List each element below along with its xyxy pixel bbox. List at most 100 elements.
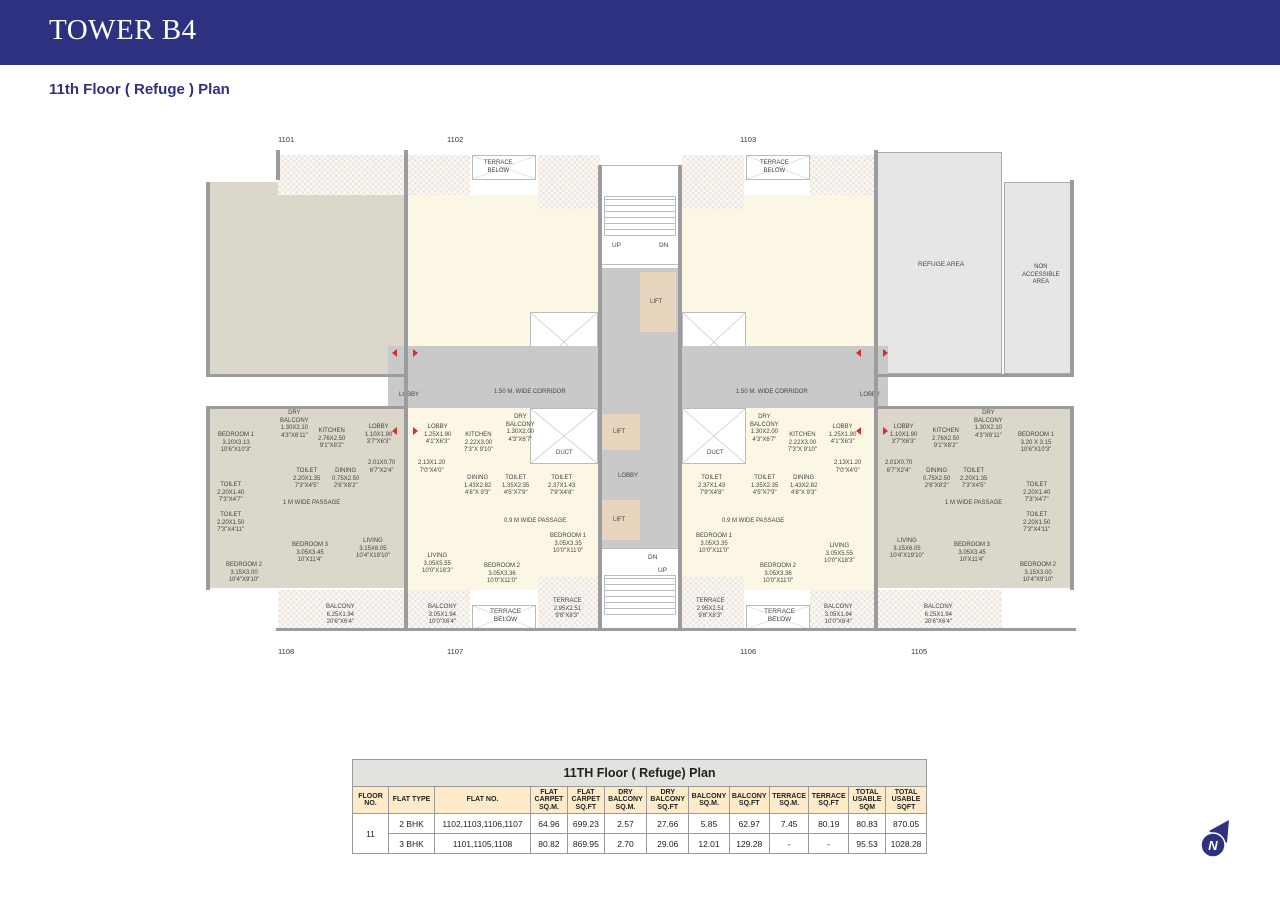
corridor-left-label: 1.50 M. WIDE CORRIDOR: [494, 389, 566, 395]
terrace-below-label: TERRACE BELOW: [484, 160, 513, 174]
duct-bottom-right: [682, 408, 746, 464]
flat-number-1106: 1106: [740, 647, 757, 656]
col-header: FLAT TYPE: [388, 786, 435, 814]
room-balcony: BALCONY 6.25X1.94 20'6"X6'4": [924, 604, 953, 625]
wall: [874, 150, 878, 630]
flat-1102-balcony: [406, 155, 470, 195]
duct-label: DUCT: [707, 450, 724, 456]
entry-door-marker: [392, 427, 397, 435]
room-foyer: 2.01X0.70 6'7"X2'4": [368, 460, 396, 474]
lift-top: [640, 272, 676, 332]
wall: [404, 150, 408, 630]
room-living: LIVING 3.15X6.05 10'4"X19'10": [356, 538, 390, 559]
cell: 7.45: [768, 813, 810, 834]
entry-door-marker: [413, 349, 418, 357]
room-dining: DINING 1.43X2.82 4'8"X 9'3": [790, 475, 818, 496]
room-toilet: TOILET 1.35X2.35 4'5"X7'9": [502, 475, 530, 496]
col-header: TOTAL USABLE SQFT: [885, 786, 927, 814]
terrace-below-1106: [746, 605, 810, 630]
wall: [206, 406, 406, 409]
cell: 3 BHK: [388, 833, 435, 854]
room-bedroom1: BEDROOM 1 3.05X3.35 10'0"X11'0": [550, 533, 587, 554]
room-bedroom1: BEDROOM 1 3.20 X 3.15 10'6"X10'3": [1018, 432, 1055, 453]
cell: 2.70: [603, 833, 648, 854]
terrace-below-label: TERRACE BELOW: [764, 608, 796, 624]
room-foyer: 2.13X1.20 7'0"X4'0": [834, 460, 862, 474]
cell: 129.28: [728, 833, 770, 854]
cell: 80.83: [848, 813, 887, 834]
lift-bottom-2: [602, 500, 640, 540]
cell: 29.06: [646, 833, 690, 854]
north-compass-icon: N: [1199, 817, 1233, 859]
table-row: 11 2 BHK 1102,1103,1106,1107 64.96 699.2…: [352, 813, 927, 854]
table-title: 11TH Floor ( Refuge) Plan: [352, 759, 927, 787]
flat-1101-balcony: [278, 155, 406, 195]
lift-label: LIFT: [613, 429, 626, 435]
terrace-below-label: TERRACE BELOW: [760, 160, 789, 174]
wall: [874, 406, 1074, 409]
room-bedroom3: BEDROOM 3 3.05X3.45 10'X11'4": [954, 542, 991, 563]
corridor-right-label: 1.50 M. WIDE CORRIDOR: [736, 389, 808, 395]
cell: 95.53: [848, 833, 887, 854]
col-header: FLAT NO.: [434, 786, 531, 814]
room-lobby: LOBBY 1.25X1.90 4'1"X6'3": [829, 424, 857, 445]
entry-door-marker: [413, 427, 418, 435]
room-toilet: TOILET 2.37X1.43 7'9"X4'8": [548, 475, 576, 496]
corridor: [388, 346, 888, 408]
terrace-below-1107: [472, 605, 536, 630]
room-dry-balcony: DRY BALCONY 1.30X2.10 4'3"X6'11": [280, 410, 309, 439]
room-bedroom3: BEDROOM 3 3.05X3.45 10'X11'4": [292, 542, 329, 563]
wall: [598, 165, 602, 630]
flat-number-1105: 1105: [911, 647, 928, 656]
compass-label: N: [1208, 838, 1218, 853]
room-terrace: TERRACE 2.95X2.51 9'8"X8'3": [696, 598, 725, 619]
room-dry-balcony: DRY BALCONY 1.30X2.00 4'3"X6'7": [750, 414, 779, 443]
col-header: FLAT CARPET SQ.M.: [530, 786, 568, 814]
room-dry-balcony: DRY BALCONY 1.30X2.00 4'3"X6'7": [506, 414, 535, 443]
room-dining: DINING 0.75X2.50 2'6"X8'2": [332, 468, 360, 489]
stair-up-label: UP: [658, 567, 668, 574]
flat-1103-balcony: [810, 155, 874, 195]
flat-1107-terrace: [538, 577, 600, 630]
refuge-area-label: REFUGE AREA: [918, 261, 965, 268]
room-living: LIVING 3.05X5.55 10'0"X18'3": [422, 553, 453, 574]
flat-1101: [208, 182, 404, 375]
wall: [1070, 406, 1074, 590]
room-bedroom2: BEDROOM 2 3.05X3.36 10'0"X11'0": [760, 563, 797, 584]
col-header: FLOOR NO.: [352, 786, 389, 814]
wall: [206, 182, 210, 377]
flat-number-1102: 1102: [447, 135, 464, 144]
room-balcony: BALCONY 6.25X1.94 20'6"X6'4": [326, 604, 355, 625]
room-toilet: TOILET 2.20X1.50 7'3"X4'11": [217, 512, 245, 533]
room-toilet: TOILET 2.20X1.35 7'3"X4'5": [293, 468, 321, 489]
flat-1103-terrace: [682, 155, 744, 209]
flat-1108-balcony: [278, 590, 406, 630]
lift-bottom-1: [602, 414, 640, 450]
room-toilet: TOILET 2.20X1.50 7'3"X4'11": [1023, 512, 1051, 533]
col-header: DRY BALCONY SQ.M.: [603, 786, 648, 814]
flat-1102-terrace: [538, 155, 600, 209]
room-lobby: LOBBY 1.25X1.90 4'1"X6'3": [424, 424, 452, 445]
flat-number-1103: 1103: [740, 135, 757, 144]
page-header: TOWER B4: [0, 0, 1280, 65]
cell: 2.57: [603, 813, 648, 834]
floor-no-cell: 11: [352, 813, 389, 854]
col-header: TOTAL USABLE SQM: [848, 786, 887, 814]
flat-number-1108: 1108: [278, 647, 295, 656]
room-terrace: TERRACE 2.95X2.51 9'8"X8'3": [553, 598, 582, 619]
room-living: LIVING 3.05X5.55 10'0"X18'3": [824, 543, 855, 564]
entry-door-marker: [856, 349, 861, 357]
col-header: BALCONY SQ.M.: [688, 786, 730, 814]
room-toilet: TOILET 2.20X1.35 7'3"X4'5": [960, 468, 988, 489]
stair-dn-label: DN: [659, 242, 669, 249]
room-dining: DINING 1.43X2.82 4'8"X 9'3": [464, 475, 492, 496]
room-foyer: 2.01X0.70 6'7"X2'4": [885, 460, 913, 474]
stair-steps-top: [604, 196, 676, 236]
floor-plan: 1101 1102 1103 1108 1107 1106 1105 TERRA…: [188, 130, 1092, 660]
cell: 699.23: [566, 813, 605, 834]
flat-1106-balcony: [810, 590, 874, 630]
room-kitchen: KITCHEN 2.22X3.00 7'3"X 9'10": [788, 432, 817, 453]
room-bedroom2: BEDROOM 2 3.15X3.00 10'4"X9'10": [226, 562, 263, 583]
cell: 869.95: [566, 833, 605, 854]
cell: 64.96: [530, 813, 568, 834]
